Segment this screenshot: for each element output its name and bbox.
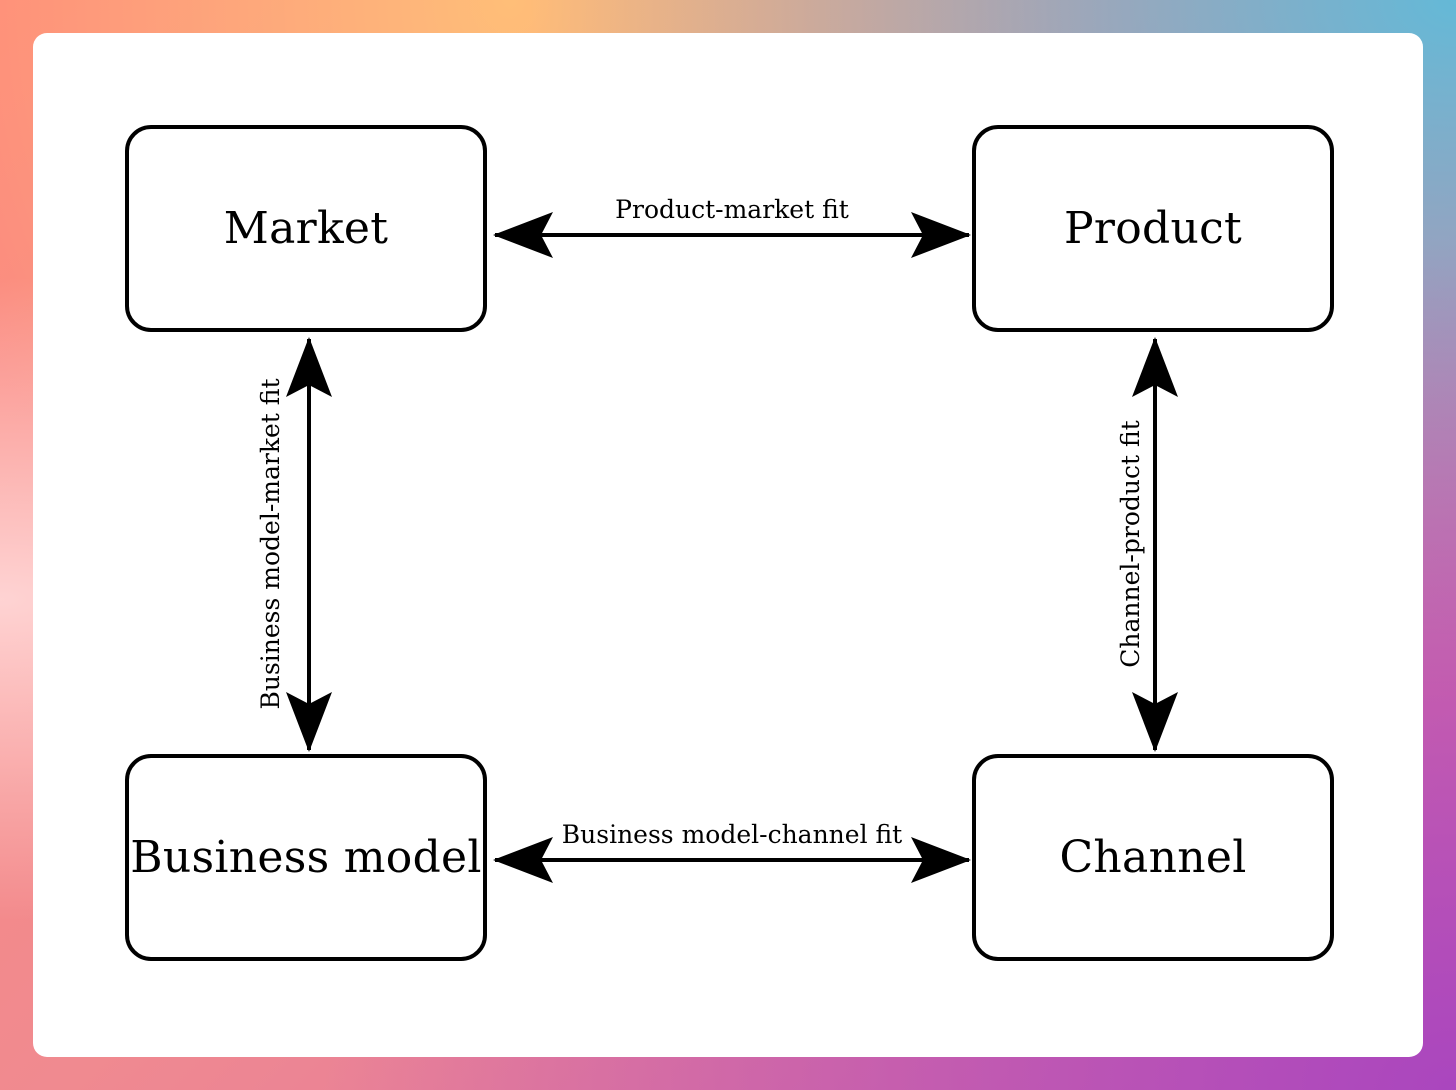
node-business-model-label: Business model	[130, 832, 482, 883]
edge-label-product-market-fit: Product-market fit	[613, 195, 851, 225]
node-product: Product	[972, 125, 1334, 332]
node-market-label: Market	[223, 203, 389, 254]
node-channel-label: Channel	[1059, 832, 1247, 883]
node-business-model: Business model	[125, 754, 487, 961]
connector-layer	[286, 212, 1178, 883]
edge-label-business-model-market-fit: Business model-market fit	[256, 376, 286, 712]
edge-label-channel-product-fit: Channel-product fit	[1116, 418, 1146, 670]
node-channel: Channel	[972, 754, 1334, 961]
node-product-label: Product	[1063, 203, 1243, 254]
node-market: Market	[125, 125, 487, 332]
diagram-card: Market Product Business model Channel Pr…	[33, 33, 1423, 1057]
edge-label-business-model-channel-fit: Business model-channel fit	[559, 820, 905, 850]
